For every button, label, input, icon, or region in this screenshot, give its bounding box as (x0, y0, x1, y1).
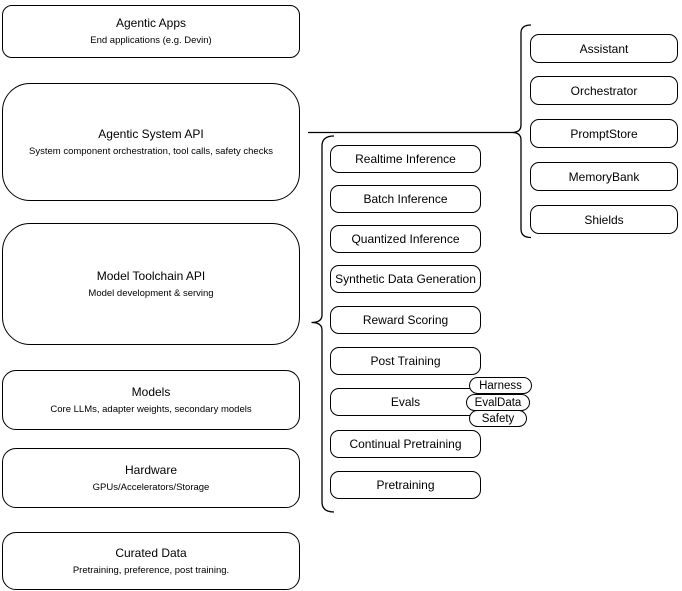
node-memorybank: MemoryBank (530, 162, 678, 191)
node-label: Pretraining (376, 478, 435, 492)
node-subtitle: System component orchestration, tool cal… (29, 145, 273, 157)
node-title: Model Toolchain API (96, 268, 206, 283)
node-evals: Evals (330, 388, 481, 416)
node-subtitle: Core LLMs, adapter weights, secondary mo… (50, 403, 252, 415)
node-label: Assistant (579, 41, 629, 56)
node-label: Synthetic Data Generation (335, 272, 476, 286)
node-label: Reward Scoring (362, 313, 449, 327)
node-agentic-system-api: Agentic System API System component orch… (2, 83, 300, 201)
node-shields: Shields (530, 205, 678, 234)
tag-label: Safety (481, 412, 515, 425)
node-subtitle: Model development & serving (88, 287, 214, 299)
node-label: PromptStore (570, 126, 638, 141)
node-orchestrator: Orchestrator (530, 76, 678, 105)
node-label: Quantized Inference (351, 232, 460, 246)
node-models: Models Core LLMs, adapter weights, secon… (2, 370, 300, 430)
node-agentic-apps: Agentic Apps End applications (e.g. Devi… (2, 5, 300, 58)
node-promptstore: PromptStore (530, 119, 678, 148)
node-title: Curated Data (115, 545, 187, 560)
tag-evaldata: EvalData (466, 394, 530, 411)
node-pretraining: Pretraining (330, 471, 481, 499)
node-hardware: Hardware GPUs/Accelerators/Storage (2, 448, 300, 508)
node-curated-data: Curated Data Pretraining, preference, po… (2, 532, 300, 590)
node-label: Continual Pretraining (349, 437, 462, 451)
node-model-toolchain-api: Model Toolchain API Model development & … (2, 223, 300, 345)
tag-safety: Safety (469, 410, 527, 427)
tag-label: Harness (479, 379, 522, 392)
tag-label: EvalData (474, 396, 522, 409)
node-synthetic-data-generation: Synthetic Data Generation (330, 265, 481, 293)
node-realtime-inference: Realtime Inference (330, 145, 481, 173)
node-label: Batch Inference (363, 192, 448, 206)
node-reward-scoring: Reward Scoring (330, 306, 481, 334)
node-title: Agentic System API (98, 126, 204, 141)
components-brace (511, 24, 532, 239)
node-post-training: Post Training (330, 347, 481, 375)
node-continual-pretraining: Continual Pretraining (330, 430, 481, 458)
node-batch-inference: Batch Inference (330, 185, 481, 213)
node-subtitle: Pretraining, preference, post training. (72, 564, 230, 576)
node-title: Hardware (124, 462, 178, 477)
tag-harness: Harness (469, 377, 532, 394)
node-label: Orchestrator (570, 83, 638, 98)
node-label: Shields (584, 212, 624, 227)
node-label: Post Training (370, 354, 441, 368)
node-subtitle: GPUs/Accelerators/Storage (92, 481, 210, 493)
node-quantized-inference: Quantized Inference (330, 225, 481, 253)
node-subtitle: End applications (e.g. Devin) (90, 35, 212, 46)
node-label: MemoryBank (568, 169, 640, 184)
node-label: Realtime Inference (355, 152, 456, 166)
node-title: Agentic Apps (115, 16, 187, 30)
node-assistant: Assistant (530, 34, 678, 63)
node-label: Evals (390, 395, 421, 409)
node-title: Models (131, 384, 171, 399)
